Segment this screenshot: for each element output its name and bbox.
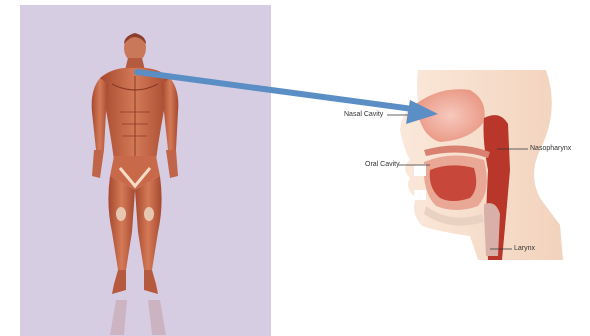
label-larynx: Larynx bbox=[514, 245, 535, 253]
label-oral-cavity: Oral Cavity bbox=[365, 161, 400, 169]
label-nasopharynx: Nasopharynx bbox=[530, 145, 571, 153]
label-nasal-cavity: Nasal Cavity bbox=[344, 111, 383, 119]
pointer-arrow-icon bbox=[137, 72, 438, 124]
